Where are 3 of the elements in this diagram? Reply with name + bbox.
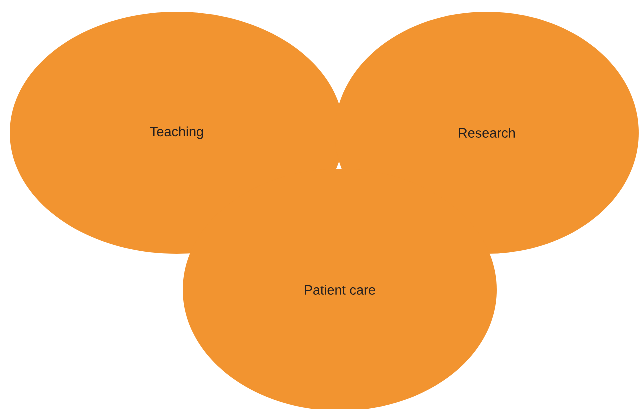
node-label: Research [459,128,516,138]
node-label: Teaching [150,126,204,140]
node-label: Patient care [305,285,376,295]
